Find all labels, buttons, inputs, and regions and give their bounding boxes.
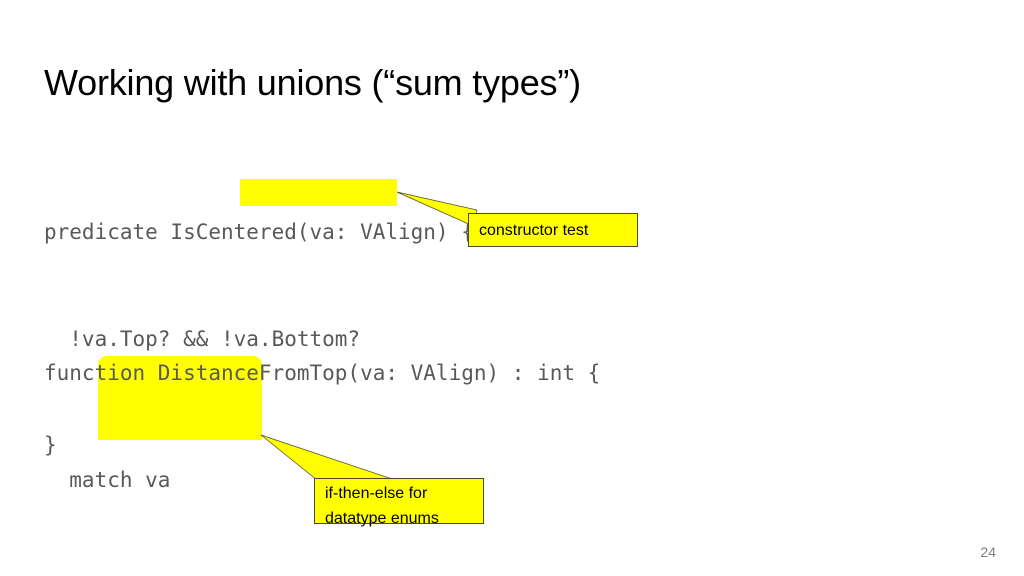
code-line: !va.Top? && !va.Bottom? (44, 326, 361, 351)
code-line: case Top => 0 (44, 569, 600, 576)
callout-constructor-test: constructor test (468, 213, 638, 247)
case-block-highlight (98, 356, 262, 440)
code-line: function DistanceFromTop(va: VAlign) : i… (44, 361, 601, 385)
callout-constructor-test-label: constructor test (479, 222, 589, 239)
callout-if-then-else-line-1: if-then-else for (325, 485, 428, 502)
page-title: Working with unions (“sum types”) (44, 62, 581, 103)
constructor-test-highlight (240, 179, 397, 206)
code-block-predicate-is-centered: predicate IsCentered(va: VAlign) { !va.T… (44, 144, 474, 535)
page-number: 24 (980, 544, 996, 560)
code-line: predicate IsCentered(va: VAlign) { (44, 220, 474, 244)
code-line: match va (44, 467, 171, 492)
callout-if-then-else-line-2: datatype enums (325, 510, 439, 527)
callout-if-then-else: if-then-else for datatype enums (314, 478, 484, 527)
code-block-function-distance-from-top: function DistanceFromTop(va: VAlign) : i… (44, 285, 600, 576)
code-line: } (44, 433, 57, 457)
